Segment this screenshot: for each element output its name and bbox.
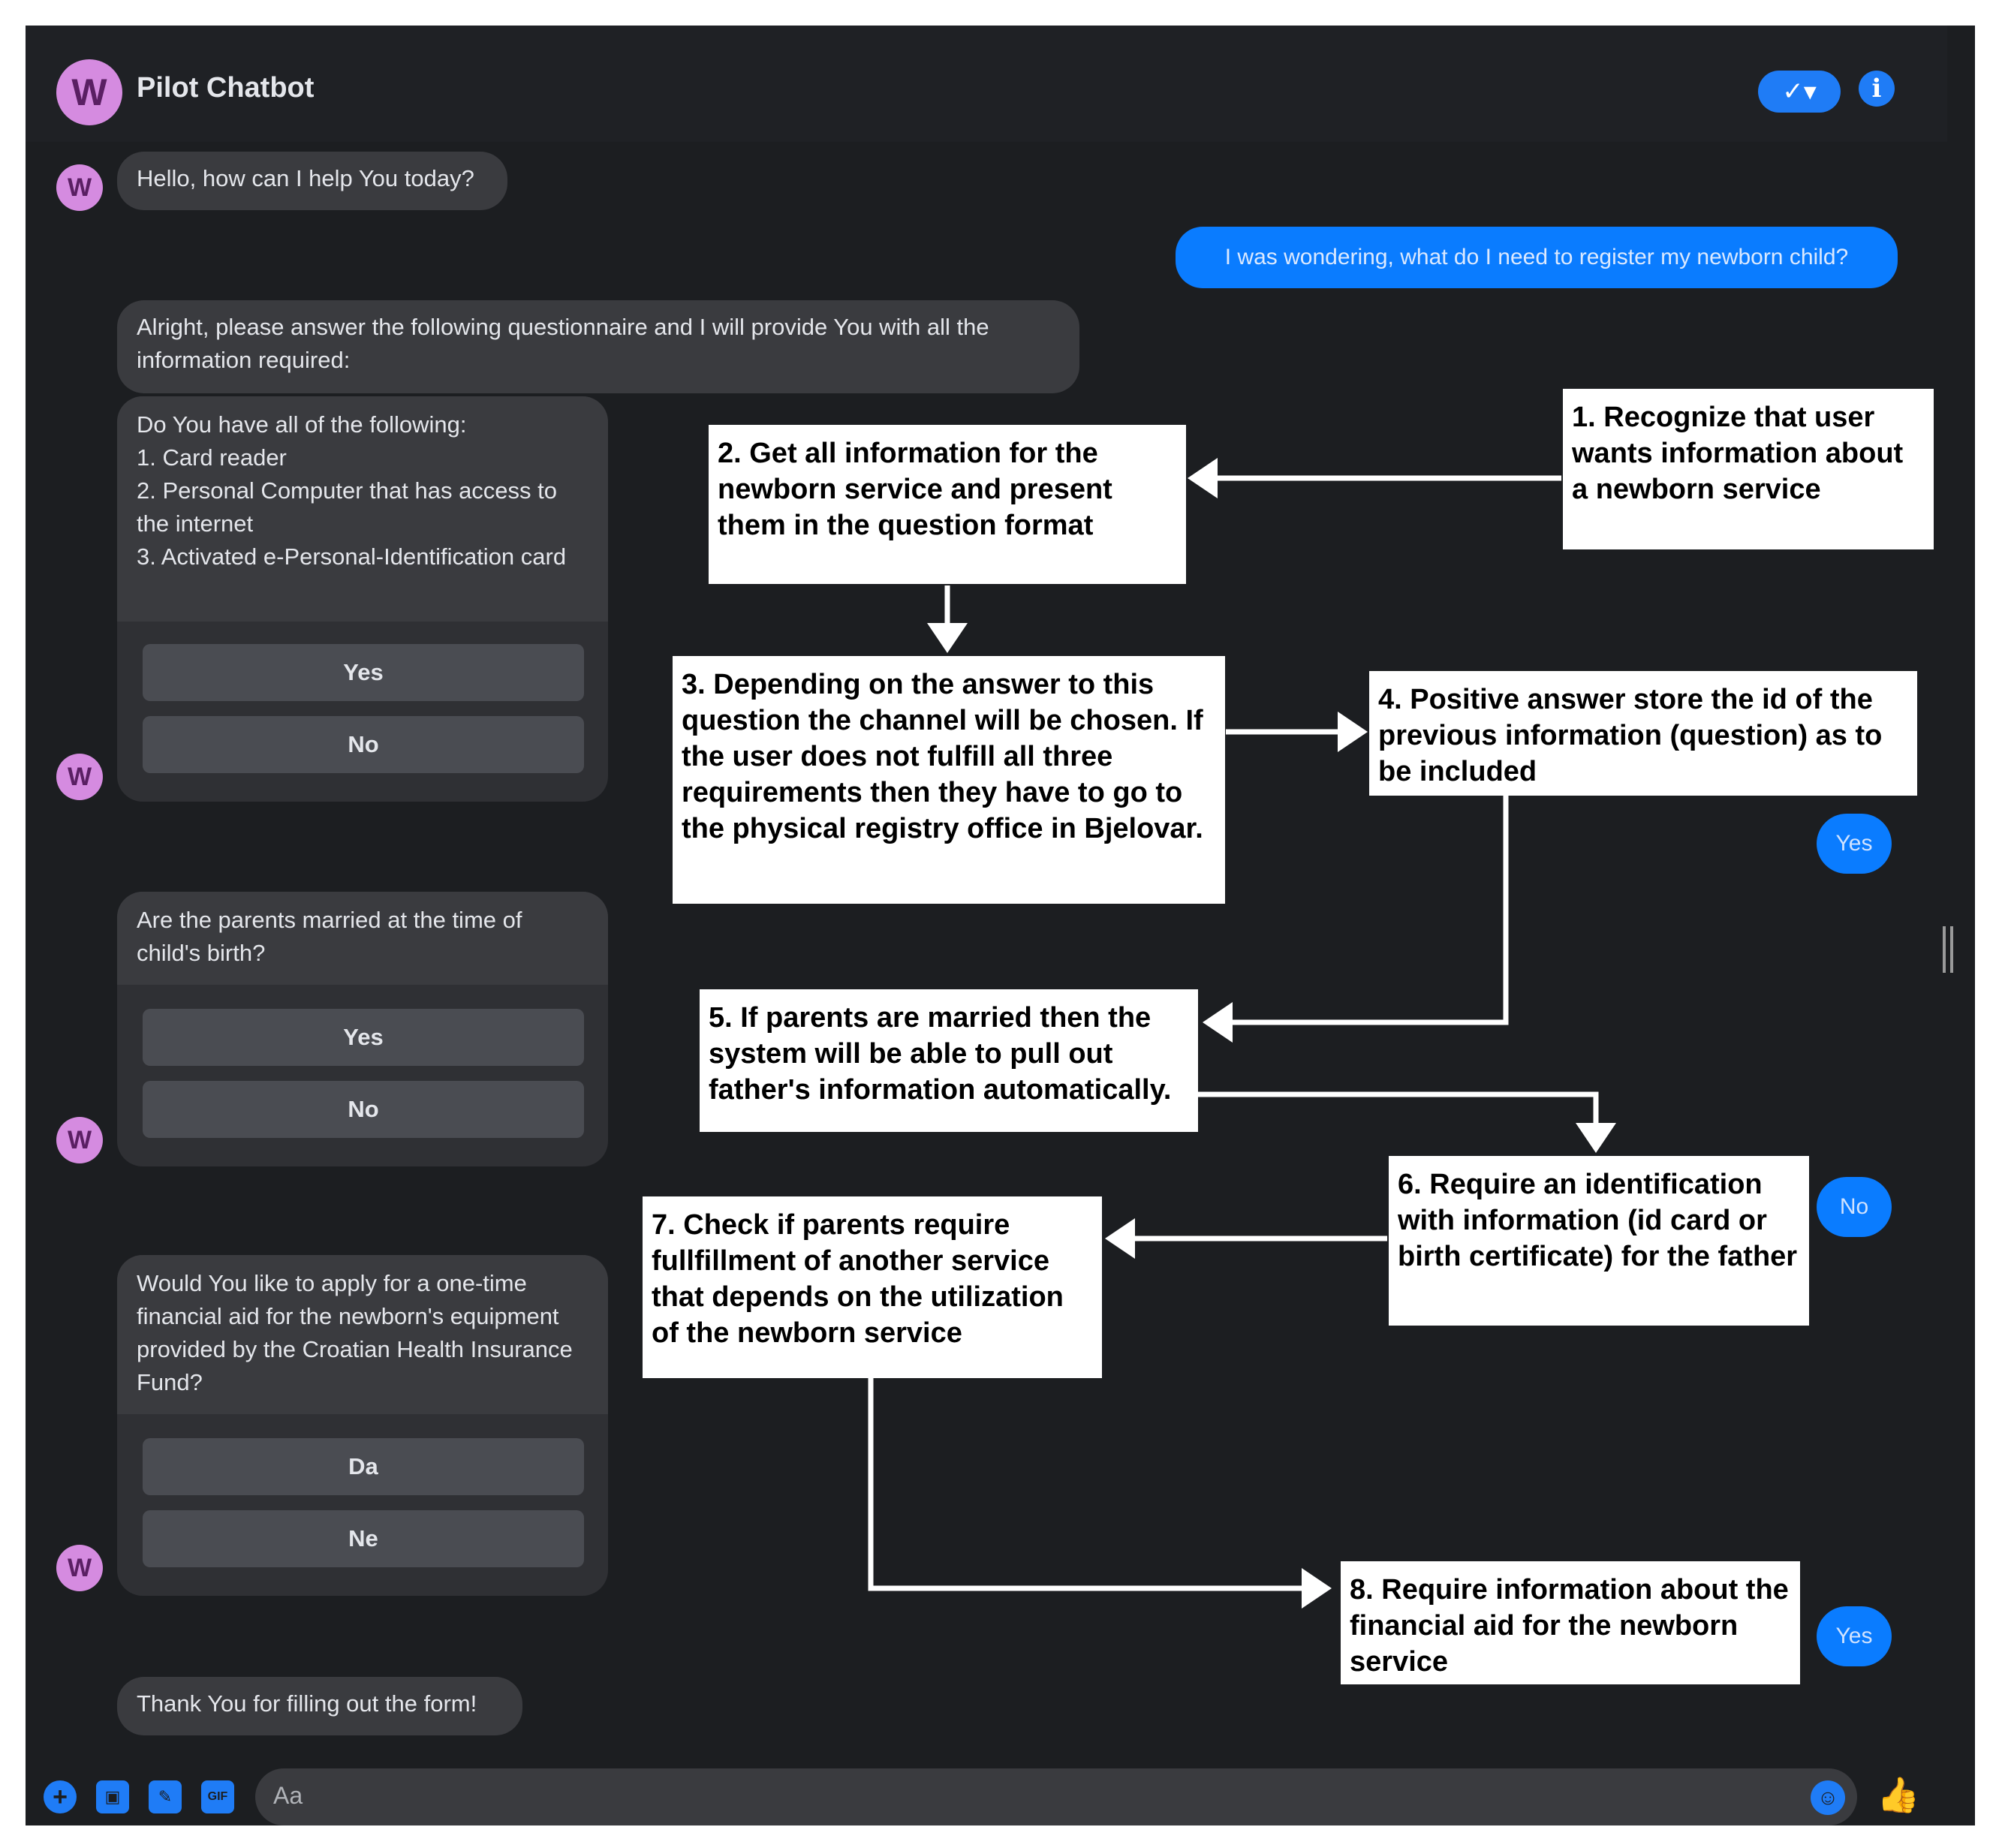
messenger-window: W Pilot Chatbot ✓▾ i W Hello, how can I … bbox=[26, 26, 1975, 1825]
chat-title[interactable]: Pilot Chatbot bbox=[137, 72, 315, 104]
checkmark-dropdown-icon[interactable]: ✓▾ bbox=[1758, 71, 1841, 113]
card-question: Would You like to apply for a one-time f… bbox=[117, 1255, 608, 1414]
yes-button[interactable]: Yes bbox=[143, 644, 584, 701]
annotation-step-4: 4. Positive answer store the id of the p… bbox=[1369, 671, 1917, 796]
chat-header: W Pilot Chatbot ✓▾ i bbox=[26, 26, 1947, 142]
thumbs-up-icon[interactable]: 👍 bbox=[1877, 1775, 1920, 1814]
annotation-step-2: 2. Get all information for the newborn s… bbox=[709, 425, 1186, 584]
info-icon[interactable]: i bbox=[1859, 71, 1895, 107]
bot-avatar-small: W bbox=[56, 1117, 103, 1163]
annotation-step-6: 6. Require an identification with inform… bbox=[1389, 1156, 1809, 1326]
annotation-step-1: 1. Recognize that user wants information… bbox=[1563, 389, 1934, 549]
sticker-icon[interactable]: ✎ bbox=[149, 1780, 182, 1813]
ne-button[interactable]: Ne bbox=[143, 1510, 584, 1567]
card-question: Are the parents married at the time of c… bbox=[117, 892, 608, 985]
user-reply-yes: Yes bbox=[1817, 1606, 1892, 1666]
intro-message: Alright, please answer the following que… bbox=[117, 300, 1079, 393]
annotation-step-7: 7. Check if parents require fullfillment… bbox=[643, 1196, 1102, 1378]
bot-avatar[interactable]: W bbox=[56, 59, 122, 125]
arrow-4-to-5 bbox=[1231, 796, 1509, 1025]
annotation-step-5: 5. If parents are married then the syste… bbox=[700, 989, 1198, 1132]
arrow-5-to-6 bbox=[1198, 1091, 1599, 1124]
bot-avatar-small: W bbox=[56, 164, 103, 211]
no-button[interactable]: No bbox=[143, 1081, 584, 1138]
image-icon[interactable]: ▣ bbox=[96, 1780, 129, 1813]
no-button[interactable]: No bbox=[143, 716, 584, 773]
closing-message: Thank You for filling out the form! bbox=[117, 1677, 522, 1735]
da-button[interactable]: Da bbox=[143, 1438, 584, 1495]
gif-icon[interactable]: GIF bbox=[201, 1780, 234, 1813]
question-card-financial-aid: Would You like to apply for a one-time f… bbox=[117, 1255, 608, 1596]
bot-avatar-small: W bbox=[56, 754, 103, 800]
user-reply-yes: Yes bbox=[1817, 814, 1892, 874]
greeting-message: Hello, how can I help You today? bbox=[117, 152, 507, 210]
user-message: I was wondering, what do I need to regis… bbox=[1176, 227, 1898, 288]
annotation-step-8: 8. Require information about the financi… bbox=[1341, 1561, 1800, 1684]
emoji-icon[interactable]: ☺ bbox=[1811, 1780, 1845, 1815]
question-card-requirements: Do You have all of the following: 1. Car… bbox=[117, 396, 608, 802]
card-question: Do You have all of the following: 1. Car… bbox=[117, 396, 608, 622]
resize-handle[interactable] bbox=[1943, 926, 1953, 973]
add-icon[interactable]: + bbox=[44, 1780, 77, 1813]
question-card-married: Are the parents married at the time of c… bbox=[117, 892, 608, 1166]
message-input[interactable]: Aa bbox=[255, 1768, 1857, 1825]
annotation-step-3: 3. Depending on the answer to this quest… bbox=[673, 656, 1225, 904]
user-reply-no: No bbox=[1817, 1177, 1892, 1237]
yes-button[interactable]: Yes bbox=[143, 1009, 584, 1066]
arrow-7-to-8 bbox=[868, 1378, 1303, 1591]
bot-avatar-small: W bbox=[56, 1545, 103, 1591]
message-input-placeholder: Aa bbox=[273, 1782, 303, 1809]
